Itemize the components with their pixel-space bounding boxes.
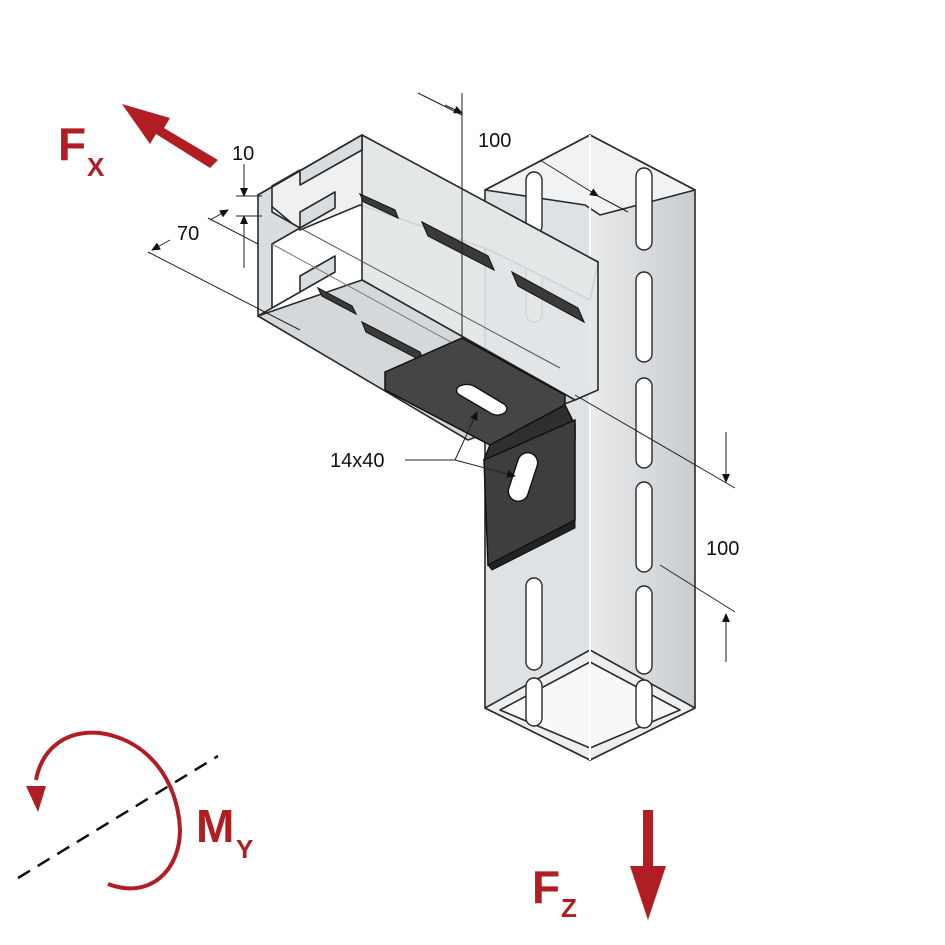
dimension-extension bbox=[207, 217, 259, 245]
dimension-extension bbox=[574, 394, 736, 489]
force-fx: F X bbox=[58, 104, 218, 182]
my-rotation-arrow bbox=[34, 730, 183, 891]
dim-flange-height: 10 bbox=[232, 143, 254, 165]
my-subscript: Y bbox=[236, 834, 253, 864]
moment-my: M Y bbox=[17, 730, 253, 891]
horizontal-channel-inner-edge bbox=[299, 227, 561, 369]
dim-slot-size: 14x40 bbox=[330, 450, 385, 472]
vertical-slot bbox=[635, 377, 653, 469]
my-label: M bbox=[196, 800, 234, 852]
vertical-slot bbox=[635, 271, 653, 363]
bracket-edge bbox=[487, 519, 576, 571]
horizontal-slot bbox=[358, 192, 400, 220]
dimension-extension bbox=[417, 92, 463, 116]
fx-arrow bbox=[122, 104, 218, 168]
horizontal-channel-end-profile bbox=[257, 134, 363, 317]
horizontal-slot bbox=[510, 270, 586, 324]
vertical-slot bbox=[525, 577, 543, 671]
fx-subscript: X bbox=[87, 152, 105, 182]
my-arrow-head bbox=[26, 786, 46, 812]
dimension-extension bbox=[597, 195, 629, 213]
vertical-slot bbox=[635, 167, 653, 251]
horizontal-channel-side-face bbox=[361, 134, 599, 401]
vertical-slot bbox=[635, 481, 653, 573]
dimension-arrow bbox=[444, 104, 463, 114]
horizontal-slot bbox=[316, 286, 358, 316]
dim-flange-width: 70 bbox=[177, 223, 199, 245]
vertical-slot bbox=[635, 679, 653, 729]
vertical-slot bbox=[635, 585, 653, 675]
dimension-arrow bbox=[454, 411, 478, 461]
angle-bracket bbox=[384, 337, 576, 571]
dim-top-width: 100 bbox=[478, 130, 511, 152]
vertical-slot bbox=[525, 677, 543, 727]
dimension-arrow bbox=[454, 459, 516, 478]
dimension-arrow bbox=[151, 239, 171, 251]
fz-subscript: Z bbox=[561, 893, 577, 923]
dimension-arrow bbox=[209, 209, 229, 221]
dim-slot-pitch: 100 bbox=[706, 538, 739, 560]
fz-arrow bbox=[630, 810, 666, 920]
dimension-lines: 100 10 70 14x40 100 bbox=[147, 92, 739, 662]
my-axis bbox=[17, 754, 219, 880]
dimension-extension bbox=[147, 251, 301, 331]
fz-label: F bbox=[532, 861, 560, 913]
dimension-extension bbox=[659, 564, 736, 613]
horizontal-slot bbox=[420, 220, 496, 272]
force-fz: F Z bbox=[532, 810, 666, 923]
dimension-arrow bbox=[539, 159, 599, 197]
bracket-slot-horizontal bbox=[455, 383, 508, 416]
fx-label: F bbox=[58, 118, 86, 170]
